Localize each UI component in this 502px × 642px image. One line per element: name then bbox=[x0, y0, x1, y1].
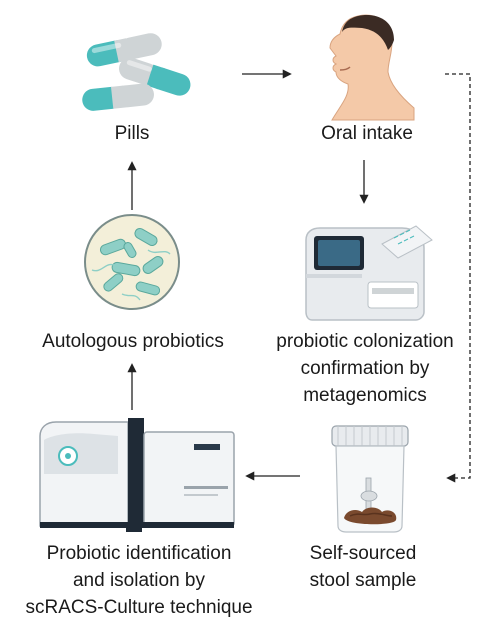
stool-sample-label: Self-sourced stool sample bbox=[309, 543, 417, 591]
pills-icon bbox=[82, 33, 191, 111]
scracs-instrument-icon bbox=[39, 418, 235, 532]
head-profile-icon bbox=[329, 14, 415, 121]
stool-container-icon bbox=[331, 425, 409, 533]
sequencer-icon bbox=[305, 225, 433, 321]
identification-label: Probiotic identification and isolation b… bbox=[25, 543, 253, 618]
autologous-probiotics-label: Autologous probiotics bbox=[42, 331, 224, 352]
petri-dish-icon bbox=[84, 214, 180, 310]
pills-label: Pills bbox=[114, 123, 150, 144]
arrow-oral-intake-to-stool-dashed bbox=[445, 73, 471, 483]
oral-intake-label: Oral intake bbox=[321, 123, 413, 144]
metagenomics-label: probiotic colonization confirmation by m… bbox=[276, 331, 454, 406]
